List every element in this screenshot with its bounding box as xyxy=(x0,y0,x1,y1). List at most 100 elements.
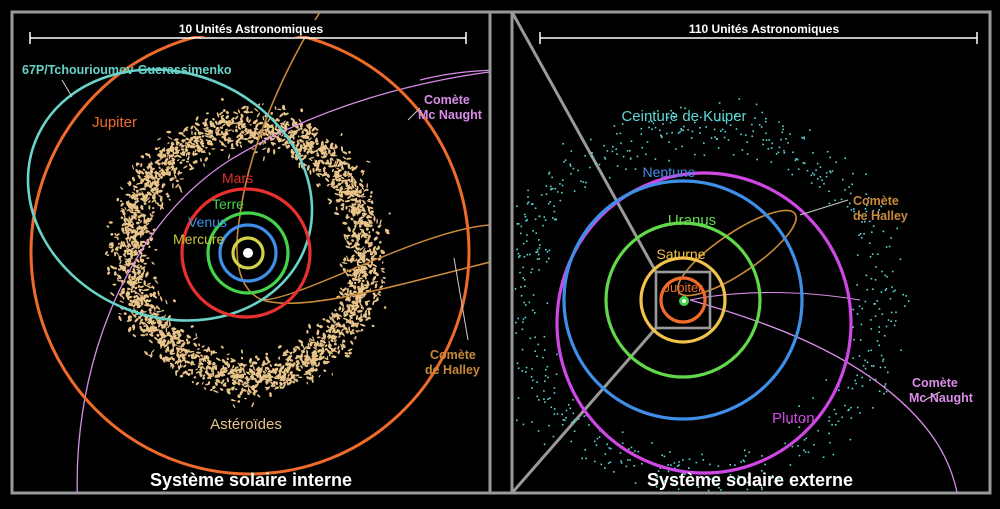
asteroid-particle xyxy=(240,123,245,128)
asteroid-particle xyxy=(184,126,189,130)
kuiper-particle xyxy=(841,178,844,181)
asteroid-particle xyxy=(323,144,327,150)
asteroid-particle xyxy=(347,195,352,199)
asteroid-particle xyxy=(329,165,333,168)
kuiper-particle xyxy=(522,321,524,323)
asteroid-particle xyxy=(350,311,354,315)
asteroid-particle xyxy=(307,342,310,346)
asteroid-particle xyxy=(167,142,170,144)
kuiper-particle xyxy=(652,122,655,125)
asteroid-particle xyxy=(308,323,312,329)
asteroid-particle xyxy=(233,380,237,383)
asteroid-particle xyxy=(284,354,288,357)
kuiper-particle xyxy=(565,409,568,412)
asteroid-particle xyxy=(316,336,321,339)
asteroid-particle xyxy=(169,178,173,182)
asteroid-particle xyxy=(380,267,385,270)
kuiper-particle xyxy=(565,416,567,419)
asteroid-particle xyxy=(355,205,360,210)
kuiper-particle xyxy=(682,459,684,461)
asteroid-particle xyxy=(119,255,122,258)
asteroid-particle xyxy=(306,362,309,365)
kuiper-particle xyxy=(878,209,880,211)
kuiper-particle xyxy=(554,187,557,190)
kuiper-particle xyxy=(751,123,753,126)
asteroid-particle xyxy=(351,180,354,183)
asteroid-particle xyxy=(374,299,379,302)
kuiper-particle xyxy=(522,318,525,320)
asteroid-particle xyxy=(179,365,184,369)
asteroid-particle xyxy=(333,349,336,352)
asteroid-particle xyxy=(181,359,185,362)
asteroid-particle xyxy=(136,182,142,185)
kuiper-particle xyxy=(678,464,680,466)
asteroid-particle xyxy=(360,219,364,225)
kuiper-particle xyxy=(865,173,867,175)
asteroid-particle xyxy=(252,131,255,135)
asteroid-particle xyxy=(164,171,168,175)
asteroid-particle xyxy=(127,231,130,235)
asteroid-particle xyxy=(361,270,367,274)
kuiper-particle xyxy=(798,426,801,428)
asteroid-particle xyxy=(208,152,211,156)
asteroid-particle xyxy=(121,227,125,233)
asteroid-particle xyxy=(157,290,160,297)
kuiper-particle xyxy=(546,251,549,253)
asteroid-particle xyxy=(243,110,250,114)
kuiper-particle xyxy=(543,390,545,392)
asteroid-particle xyxy=(195,332,197,337)
kuiper-particle xyxy=(847,409,849,412)
asteroid-particle xyxy=(318,355,322,360)
asteroid-particle xyxy=(280,375,284,379)
asteroid-particle xyxy=(328,331,332,334)
asteroid-particle xyxy=(260,134,263,139)
asteroid-particle xyxy=(228,140,234,142)
kuiper-particle xyxy=(554,218,557,221)
kuiper-particle xyxy=(664,480,666,482)
kuiper-particle xyxy=(517,397,520,399)
asteroid-particle xyxy=(363,233,369,237)
asteroid-particle xyxy=(221,379,224,385)
asteroid-particle xyxy=(132,191,137,195)
kuiper-particle xyxy=(682,472,684,475)
asteroid-particle xyxy=(148,339,153,344)
asteroid-particle xyxy=(188,335,191,339)
asteroid-particle xyxy=(339,160,345,165)
kuiper-particle xyxy=(829,170,831,172)
kuiper-particle xyxy=(542,224,544,227)
asteroid-particle xyxy=(220,115,225,117)
asteroid-particle xyxy=(176,151,180,154)
asteroid-particle xyxy=(196,140,201,143)
asteroid-particle xyxy=(321,347,325,352)
venus-label: Venus xyxy=(188,214,227,230)
asteroid-particle xyxy=(184,370,189,376)
asteroid-particle xyxy=(370,210,374,214)
asteroid-particle xyxy=(121,222,126,227)
kuiper-particle xyxy=(742,459,744,462)
asteroid-particle xyxy=(141,225,145,230)
asteroid-particle xyxy=(324,334,327,341)
asteroid-particle xyxy=(344,200,351,203)
asteroid-particle xyxy=(171,327,177,331)
asteroid-particle xyxy=(150,165,153,171)
asteroid-particle xyxy=(166,130,172,134)
kuiper-particle xyxy=(572,421,575,423)
kuiper-particle xyxy=(856,374,858,377)
kuiper-particle xyxy=(580,180,582,183)
kuiper-particle xyxy=(661,136,663,139)
asteroid-particle xyxy=(353,220,356,223)
kuiper-particle xyxy=(616,153,618,155)
asteroid-particle xyxy=(317,173,323,176)
asteroid-particle xyxy=(152,294,156,298)
asteroid-particle xyxy=(348,150,351,154)
asteroid-particle xyxy=(280,138,286,142)
asteroid-particle xyxy=(345,181,349,187)
asteroid-particle xyxy=(152,188,156,191)
kuiper-particle xyxy=(646,141,649,143)
kuiper-particle xyxy=(864,300,867,303)
asteroid-particle xyxy=(360,252,363,258)
kuiper-particle xyxy=(878,390,881,392)
asteroid-particle xyxy=(180,148,185,151)
kuiper-particle xyxy=(659,129,661,132)
asteroid-particle xyxy=(294,129,298,135)
